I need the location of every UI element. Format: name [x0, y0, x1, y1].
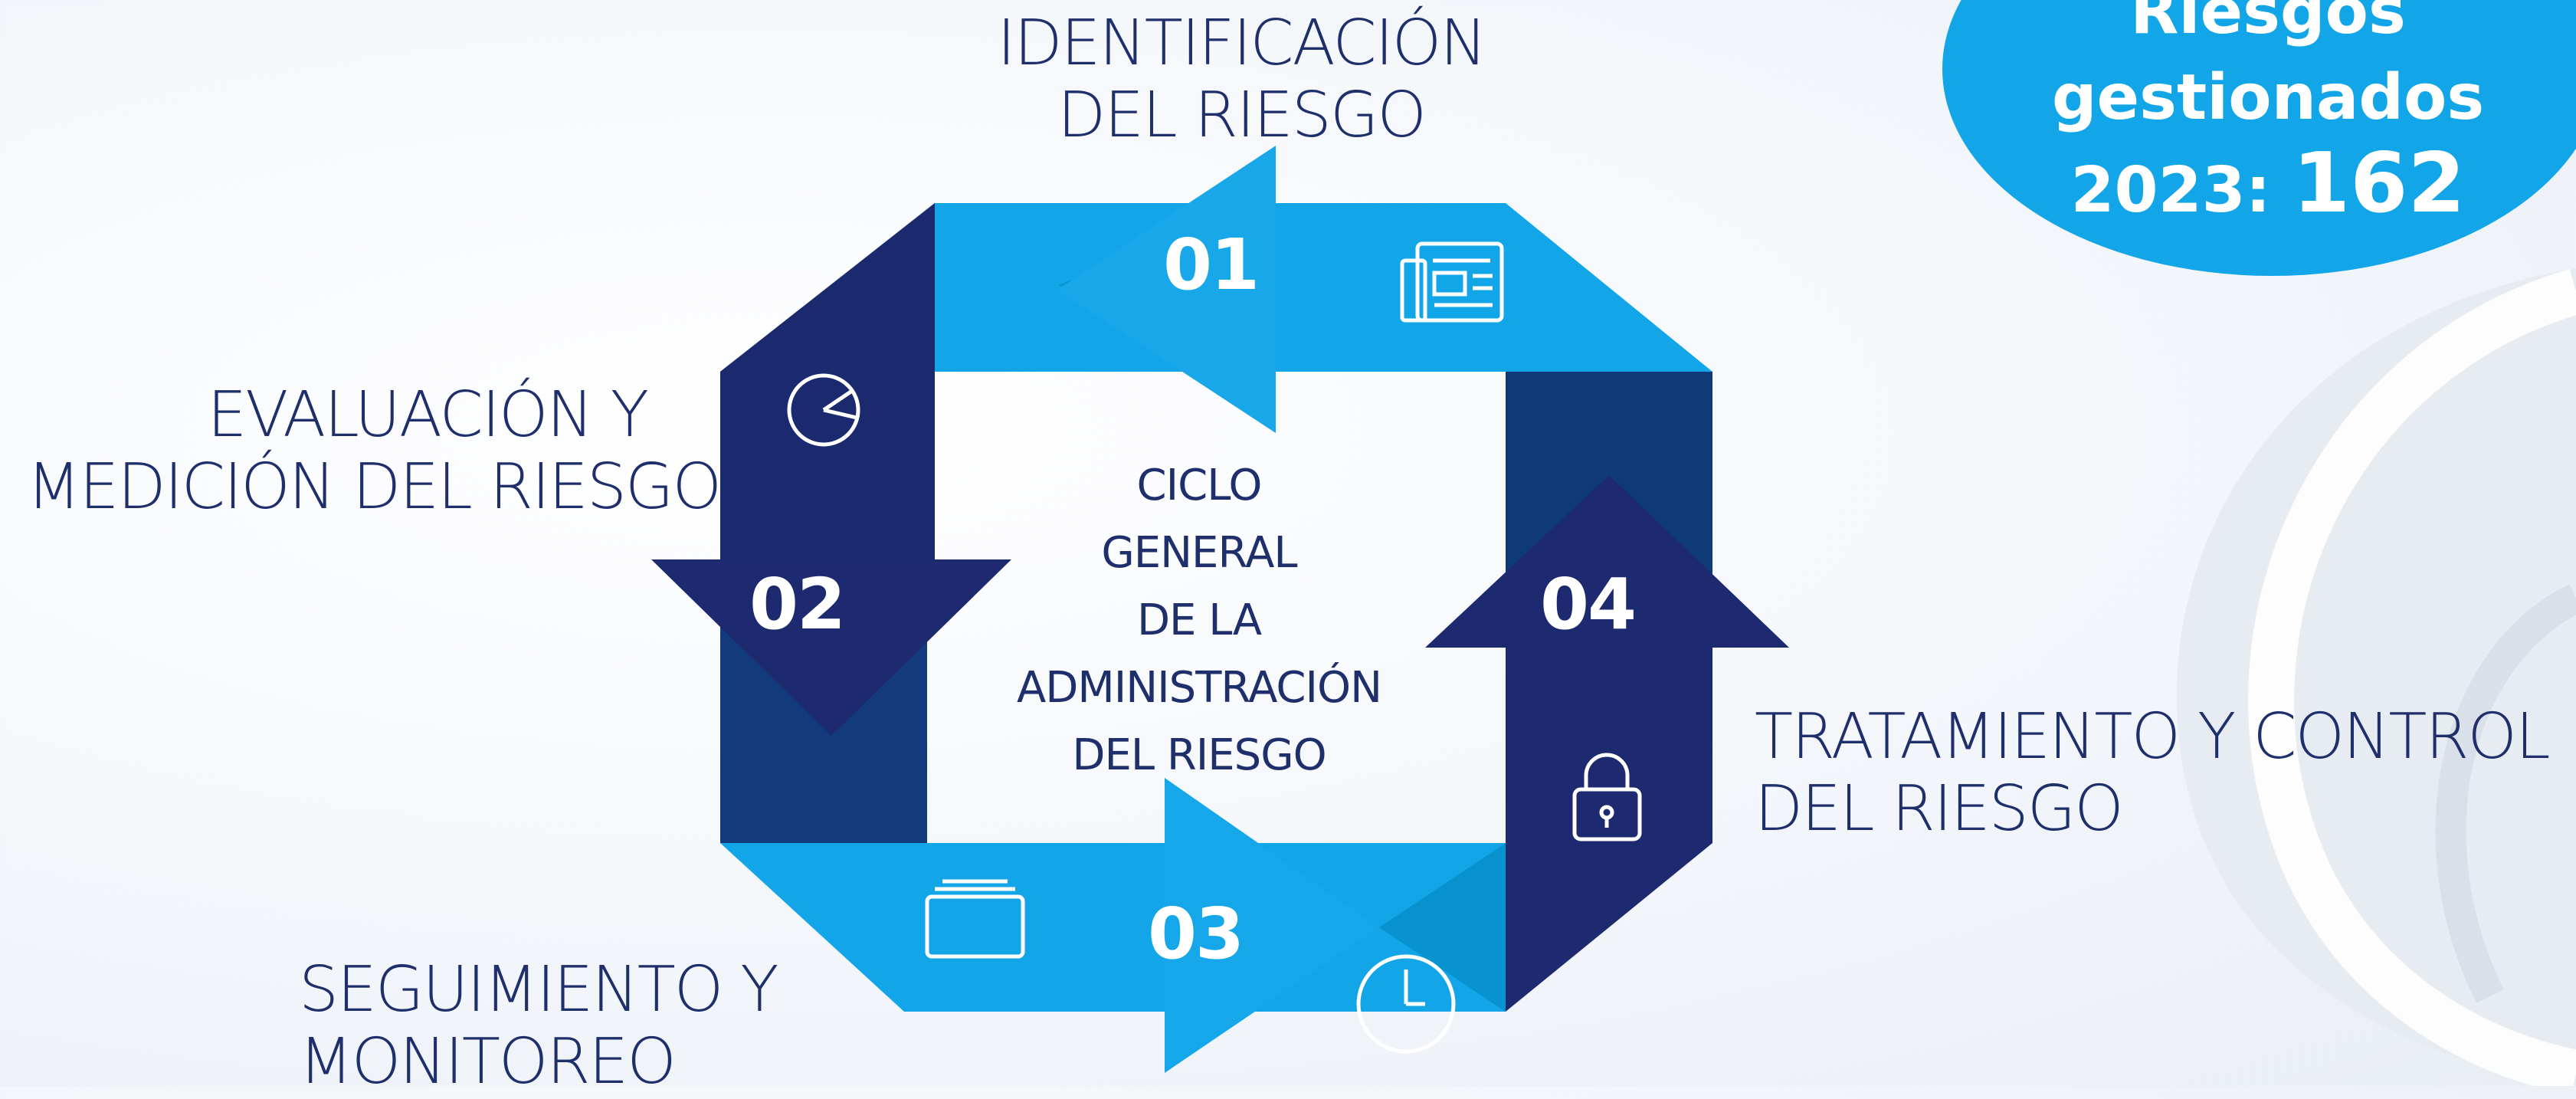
step-02-label-line-1: EVALUACIÓN Y — [207, 379, 649, 451]
clock-icon — [1356, 954, 1456, 1054]
risk-count-text: Riesgos gestionados 2023: 162 — [1992, 0, 2544, 234]
step-03-label-line-1: SEGUIMIENTO Y — [299, 953, 778, 1026]
center-label-line-2: GENERAL — [1101, 528, 1297, 578]
pie-chart-icon — [787, 373, 860, 447]
step-01-label-line-1: IDENTIFICACIÓN — [997, 7, 1486, 80]
center-label-line-1: CICLO — [1136, 461, 1263, 510]
badge-count: 162 — [2293, 136, 2466, 231]
step-04-label: TRATAMIENTO Y CONTROL DEL RIESGO — [1755, 700, 2551, 846]
document-icon — [1400, 241, 1504, 323]
step-03-arrow — [720, 778, 1506, 1073]
step-02-arrow — [651, 203, 1011, 843]
step-01-label-line-2: DEL RIESGO — [1057, 79, 1427, 153]
step-02-label: EVALUACIÓN Y MEDICIÓN DEL RIESGO — [15, 379, 722, 524]
badge-line-3: 2023: 162 — [1992, 141, 2544, 234]
step-01-number: 01 — [1163, 224, 1260, 306]
step-03-label-line-2: MONITOREO — [299, 1025, 677, 1099]
step-04-label-line-2: DEL RIESGO — [1755, 773, 2124, 846]
step-01-label: IDENTIFICACIÓN DEL RIESGO — [973, 7, 1509, 153]
badge-line-1: Riesgos — [2130, 0, 2406, 48]
folder-icon — [925, 879, 1025, 959]
center-label-line-5: DEL RIESGO — [1072, 730, 1326, 780]
center-label-line-4: ADMINISTRACIÓN — [1017, 663, 1382, 713]
badge-year: 2023: — [2070, 154, 2293, 227]
step-03-label: SEGUIMIENTO Y MONITOREO — [299, 953, 778, 1099]
center-label-line-3: DE LA — [1136, 595, 1262, 645]
center-label: CICLO GENERAL DE LA ADMINISTRACIÓN DEL R… — [969, 452, 1429, 789]
background-swirl — [2176, 268, 2576, 1086]
step-04-label-line-1: TRATAMIENTO Y CONTROL — [1755, 700, 2551, 773]
step-02-label-line-2: MEDICIÓN DEL RIESGO — [26, 451, 722, 524]
step-03-number: 03 — [1148, 893, 1244, 975]
badge-line-2: gestionados — [2051, 61, 2485, 134]
lock-icon — [1572, 753, 1642, 841]
step-04-arrow — [1425, 372, 1789, 1012]
step-02-number: 02 — [749, 563, 846, 645]
step-04-number: 04 — [1540, 563, 1637, 645]
